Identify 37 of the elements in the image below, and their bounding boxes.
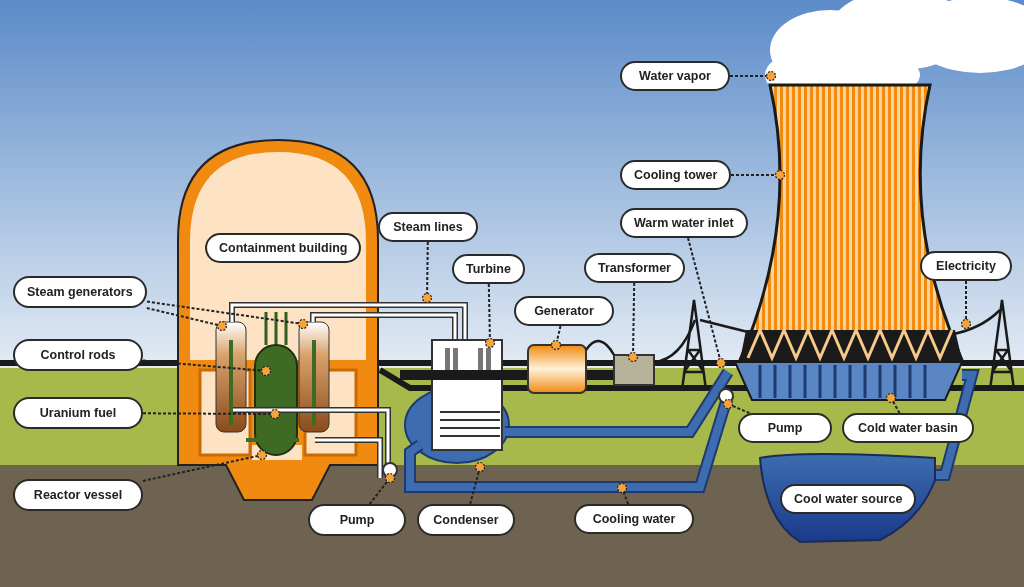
callout-label: Reactor vessel [13, 479, 143, 511]
leader-line [484, 283, 496, 349]
leader-line [960, 280, 972, 330]
callout-label: Cooling water [574, 504, 694, 534]
leader-line [145, 307, 228, 332]
callout-label: Pump [308, 504, 406, 536]
leader-line [729, 70, 777, 82]
callout-label: Pump [738, 413, 832, 443]
leader-line [142, 449, 268, 482]
leader-line [616, 482, 630, 505]
leader-line [146, 300, 309, 330]
leader-line [421, 241, 433, 304]
leader-line [142, 408, 281, 420]
leader-line [885, 392, 901, 414]
callout-label: Warm water inlet [620, 208, 748, 238]
callout-label: Generator [514, 296, 614, 326]
callout-label: Cooling tower [620, 160, 732, 190]
leader-line [687, 237, 727, 369]
leader-line [722, 398, 751, 414]
callout-label: Containment building [205, 233, 362, 263]
callout-label: Uranium fuel [13, 397, 143, 429]
callout-label: Condenser [417, 504, 515, 536]
callout-label: Control rods [13, 339, 143, 371]
callout-label: Transformer [584, 253, 685, 283]
callout-label: Cool water source [780, 484, 917, 514]
leader-line [730, 169, 786, 181]
leader-line [368, 472, 396, 505]
leader-line [469, 461, 486, 505]
callout-label: Steam generators [13, 276, 147, 308]
callout-label: Steam lines [378, 212, 478, 242]
callout-label: Water vapor [620, 61, 730, 91]
leader-line [550, 325, 562, 351]
callout-label: Turbine [452, 254, 525, 284]
callout-label: Cold water basin [842, 413, 974, 443]
leader-line [142, 359, 272, 377]
callout-label: Electricity [920, 251, 1012, 281]
leader-line [627, 282, 639, 363]
